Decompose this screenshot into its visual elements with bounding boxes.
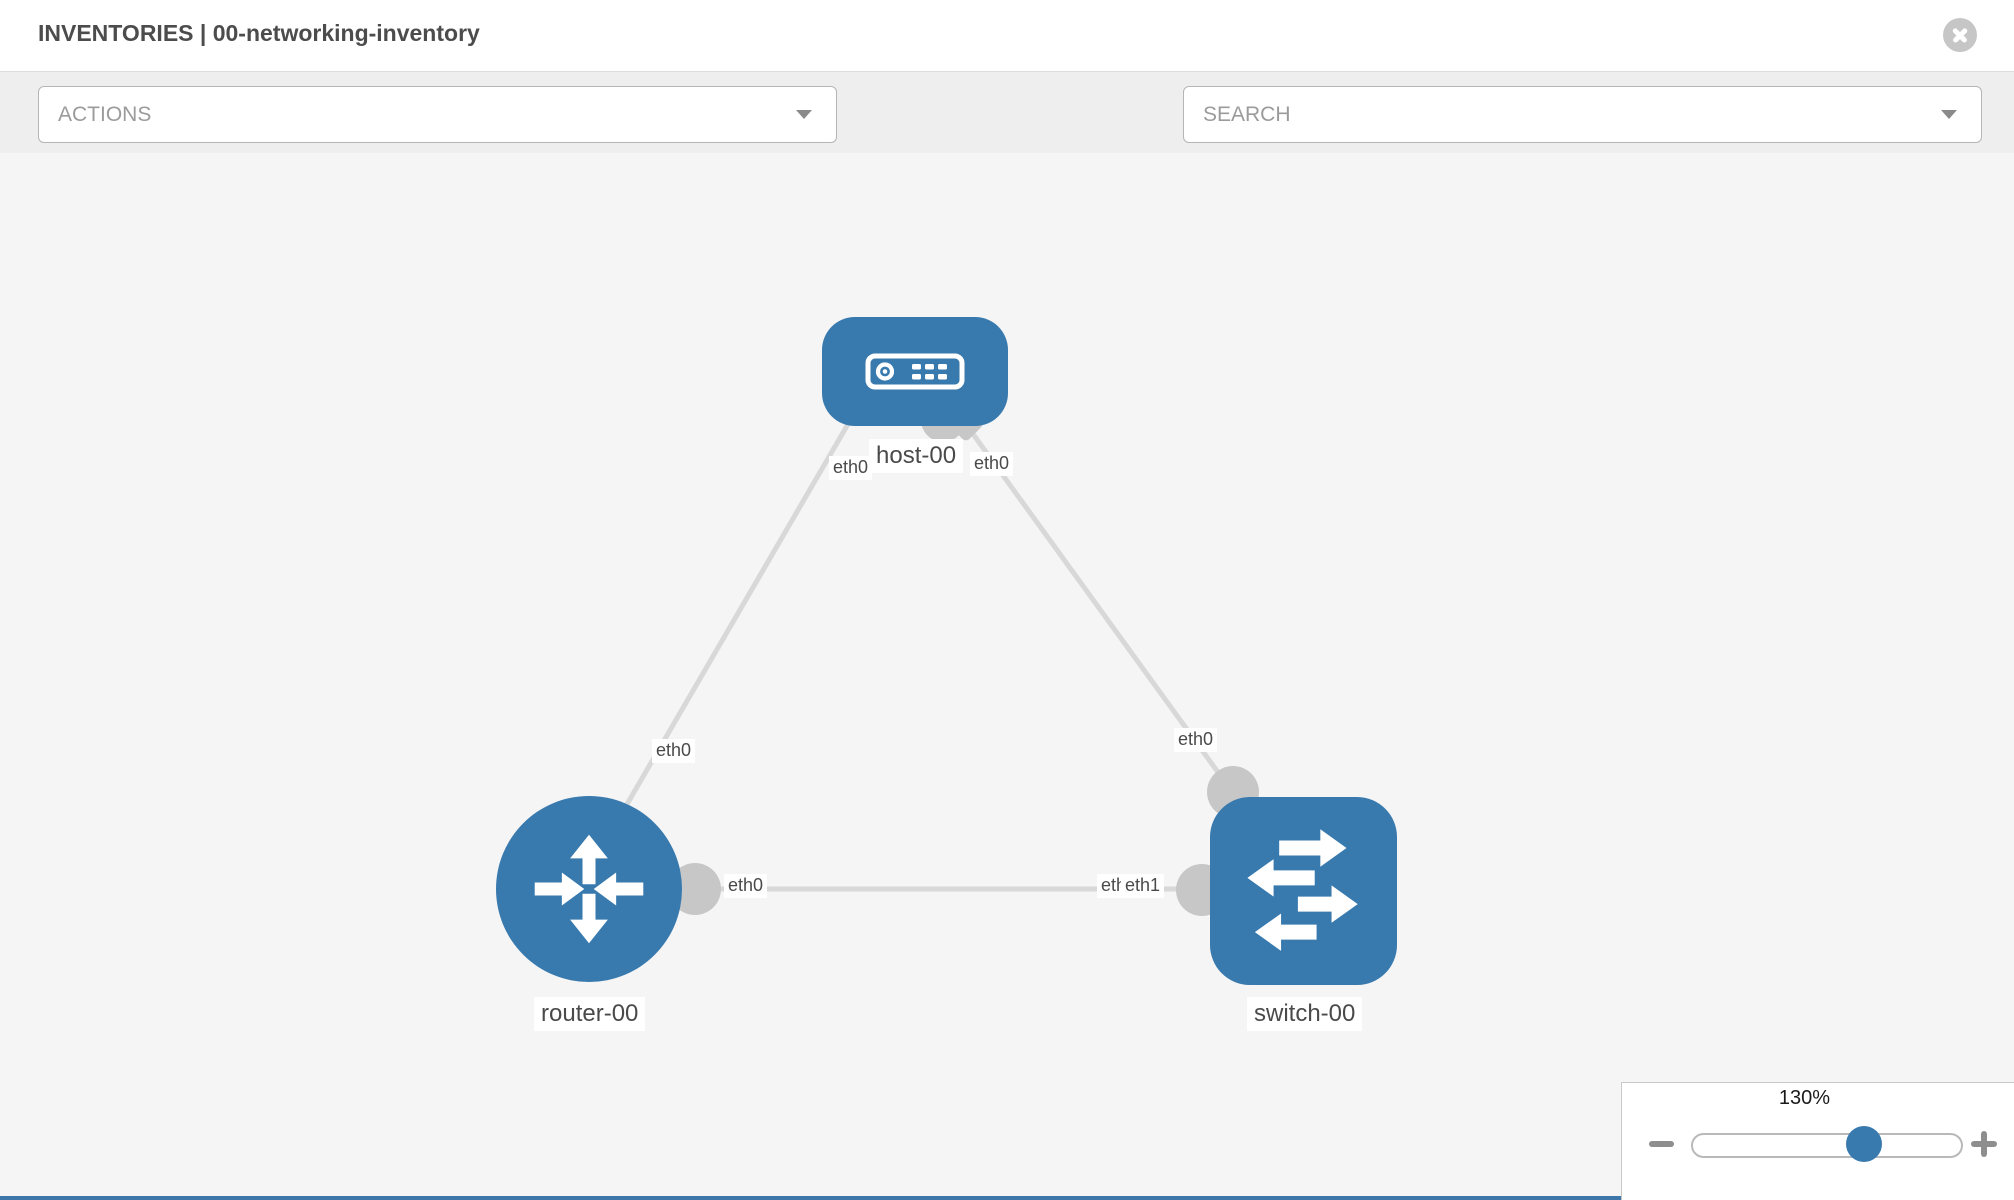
link-host-router xyxy=(609,398,865,832)
actions-dropdown[interactable]: ACTIONS xyxy=(38,86,837,143)
topology-canvas[interactable]: eth0 eth0 eth0 eth0 eth0 eth0 eth1 xyxy=(0,153,2014,1200)
zoom-slider-handle[interactable] xyxy=(1846,1126,1882,1162)
toolbar: ACTIONS SEARCH xyxy=(0,72,2014,199)
switch-arrows-icon xyxy=(1247,829,1358,951)
node-label-router: router-00 xyxy=(534,997,646,1031)
zoom-slider-track[interactable] xyxy=(1691,1133,1963,1158)
zoom-level-value: 130% xyxy=(1778,1087,1831,1109)
interface-label: eth0 xyxy=(970,452,1014,476)
interface-label: eth0 xyxy=(652,739,696,763)
actions-dropdown-label: ACTIONS xyxy=(58,102,152,126)
close-icon[interactable] xyxy=(1943,18,1977,52)
node-label-host: host-00 xyxy=(869,439,964,473)
plus-icon xyxy=(1981,1131,1987,1157)
search-dropdown-label: SEARCH xyxy=(1203,102,1291,126)
interface-label: eth0 xyxy=(1174,728,1218,752)
zoom-out-button[interactable] xyxy=(1649,1141,1674,1147)
zoom-in-button[interactable] xyxy=(1971,1131,1997,1157)
link-lines xyxy=(609,398,1236,892)
bottom-accent-bar xyxy=(0,1196,1621,1200)
interface-label: eth0 xyxy=(829,456,873,480)
node-host-00[interactable] xyxy=(822,317,1008,426)
chevron-down-icon xyxy=(796,110,812,119)
chevron-down-icon xyxy=(1941,110,1957,119)
interface-label: eth1 xyxy=(1121,874,1165,898)
header: INVENTORIES | 00-networking-inventory xyxy=(0,0,2014,72)
node-router-00[interactable] xyxy=(496,796,682,982)
node-label-switch: switch-00 xyxy=(1247,997,1363,1031)
node-switch-00[interactable] xyxy=(1210,797,1397,985)
interface-label: eth0 xyxy=(724,874,768,898)
page-title: INVENTORIES | 00-networking-inventory xyxy=(38,20,480,46)
search-dropdown[interactable]: SEARCH xyxy=(1183,86,1982,143)
router-arrows-icon xyxy=(534,834,644,944)
zoom-control-panel: 130% xyxy=(1621,1082,2014,1200)
server-icon xyxy=(865,353,965,390)
